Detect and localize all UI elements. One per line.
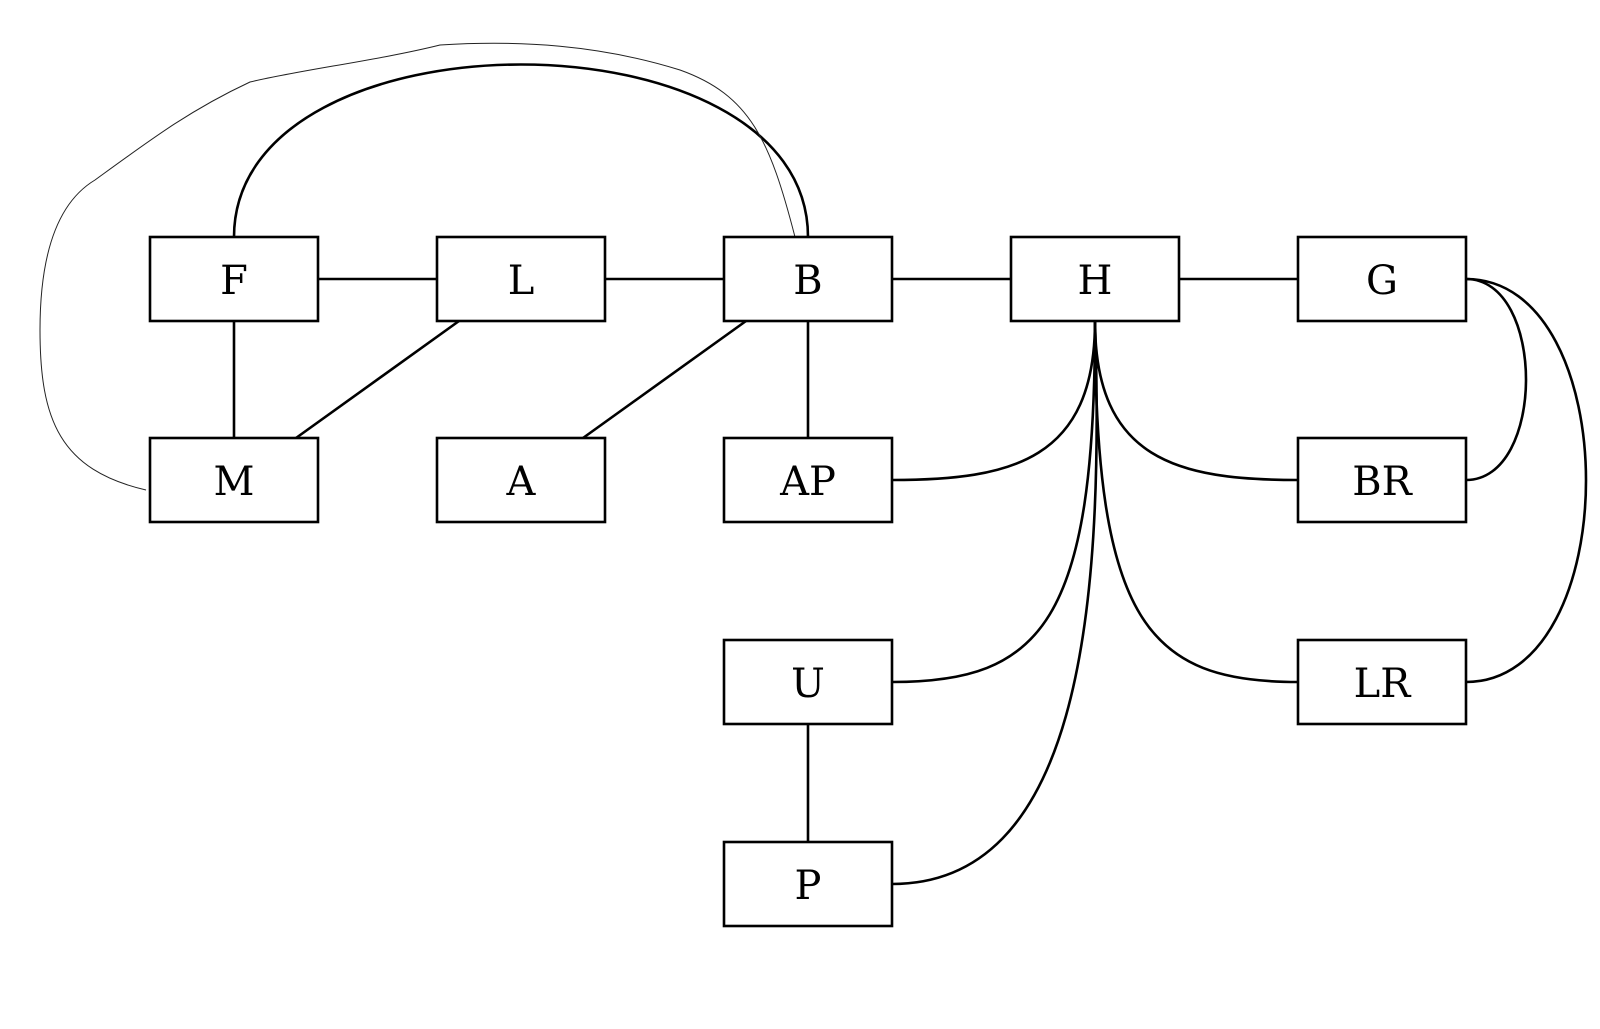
node-f: F — [148, 235, 320, 323]
node-label: LR — [1354, 661, 1413, 707]
node-box — [722, 436, 894, 524]
node-lr: LR — [1296, 638, 1468, 726]
node-label: A — [506, 459, 537, 505]
edge-h-ap — [891, 320, 1097, 482]
node-box — [435, 235, 607, 323]
edge-h-br — [1093, 320, 1299, 482]
node-ap: AP — [722, 436, 894, 524]
node-label: AP — [779, 459, 836, 505]
node-label: P — [795, 863, 822, 909]
node-u: U — [722, 638, 894, 726]
node-label: M — [214, 459, 255, 505]
node-box — [148, 436, 320, 524]
node-box — [148, 235, 320, 323]
node-box — [722, 840, 894, 928]
node-label: F — [220, 258, 248, 304]
edge-l-m — [295, 319, 460, 440]
node-label: L — [508, 258, 535, 304]
nodes-layer: F L B H G M A AP BR U LR P — [148, 235, 1468, 928]
node-box — [1009, 235, 1181, 323]
edge-m-b — [39, 42, 796, 491]
node-box — [722, 235, 894, 323]
node-box — [722, 638, 894, 726]
node-box — [1296, 638, 1468, 726]
node-box — [1296, 235, 1468, 323]
node-label: BR — [1352, 459, 1413, 505]
node-label: H — [1078, 258, 1113, 304]
node-label: U — [791, 661, 825, 707]
edges-layer — [39, 42, 1588, 886]
edge-b-a — [582, 319, 747, 440]
node-l: L — [435, 235, 607, 323]
node-label: B — [793, 258, 822, 304]
node-label: G — [1366, 258, 1398, 304]
edge-g-br — [1465, 277, 1528, 482]
node-box — [435, 436, 607, 524]
edge-h-lr — [1093, 320, 1299, 684]
node-a: A — [435, 436, 607, 524]
node-br: BR — [1296, 436, 1468, 524]
node-g: G — [1296, 235, 1468, 323]
node-box — [1296, 436, 1468, 524]
edge-g-lr — [1465, 277, 1588, 684]
edge-f-b — [232, 63, 810, 238]
edge-h-p — [891, 320, 1098, 886]
edge-h-u — [891, 320, 1097, 684]
node-b: B — [722, 235, 894, 323]
node-m: M — [148, 436, 320, 524]
node-p: P — [722, 840, 894, 928]
node-h: H — [1009, 235, 1181, 323]
